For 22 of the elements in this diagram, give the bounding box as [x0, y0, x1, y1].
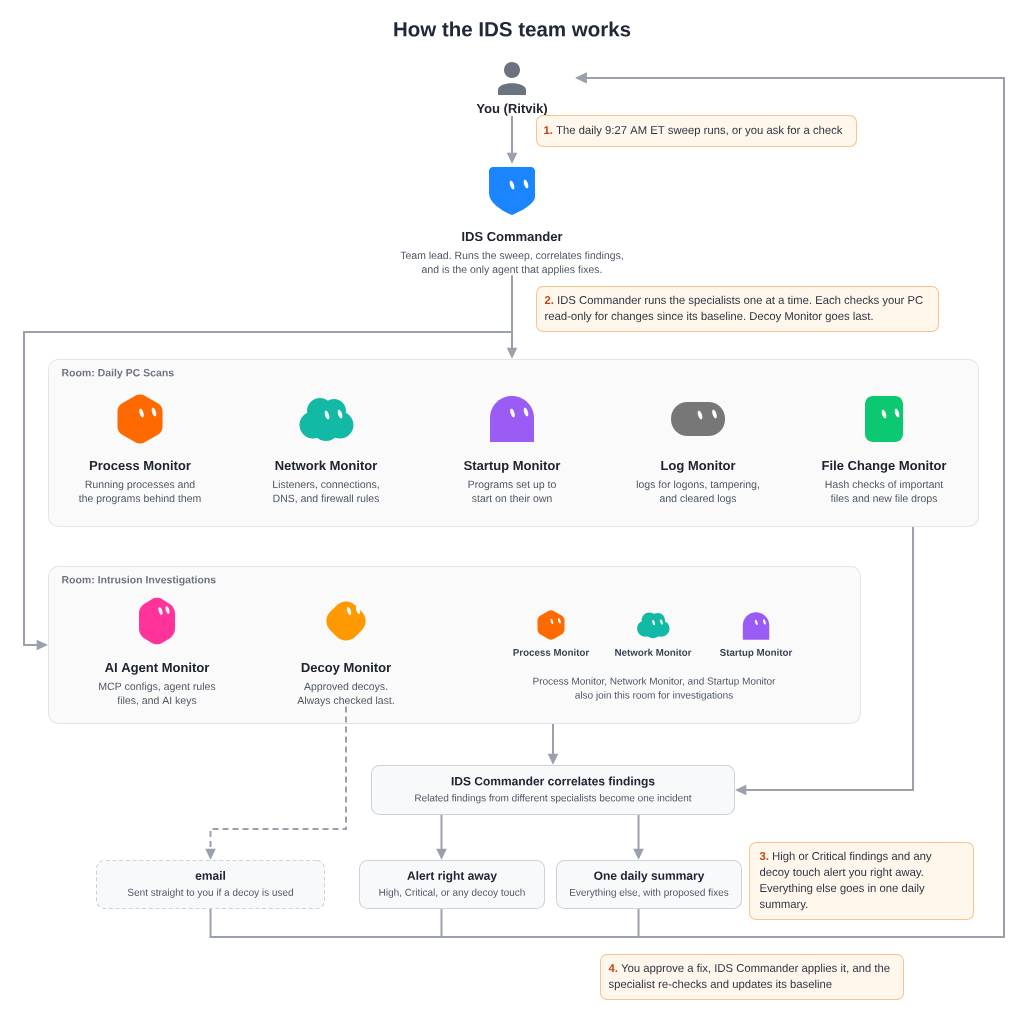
user-label: You (Ritvik): [476, 103, 547, 116]
step-callout: 4. You approve a fix, IDS Commander applies it, and the specialist re-checks and updates its baseline: [600, 954, 904, 1000]
agent-label: Network Monitor Listeners, connections, DNS, and firewall rules: [273, 460, 379, 504]
agent-label: AI Agent Monitor MCP configs, agent rules files, and AI keys: [99, 662, 216, 707]
agent-label: Process Monitor Running processes and the programs behind them: [78, 460, 201, 505]
step-callout: 3. High or Critical findings and any decoy touch alert you right away. Everything else goes in one daily summary.: [749, 842, 974, 920]
agent-label: Startup Monitor: [720, 648, 793, 658]
step-box: IDS Commander correlates findings Related findings from different specialists become one incident: [371, 765, 735, 815]
agent-label: Startup Monitor Programs set up to start on their own: [464, 460, 561, 503]
agent-label: Process Monitor: [513, 648, 590, 656]
diagram-title: How the IDS team works: [394, 21, 631, 37]
agent-label: Decoy Monitor Approved decoys. Always checked last.: [297, 662, 394, 707]
step-box: One daily summary Everything else, with proposed fixes: [556, 860, 742, 909]
room-note: Process Monitor, Network Monitor, and Startup Monitor also join this room for investigations: [533, 677, 776, 701]
agent-label: IDS Commander Team lead. Runs the sweep, correlates findings, and is the only agent that applies fixes.: [400, 231, 623, 276]
agent-label: Log Monitor logs for logons, tampering, and cleared logs: [636, 460, 759, 505]
step-box: email Sent straight to you if a decoy is used: [96, 860, 325, 909]
step-box: Alert right away High, Critical, or any decoy touch: [359, 860, 545, 909]
step-callout: 1. The daily 9:27 AM ET sweep runs, or you ask for a check: [536, 115, 857, 147]
agent-label: Network Monitor: [615, 648, 692, 656]
step-callout: 2. IDS Commander runs the specialists one at a time. Each checks your PC read-only for changes since its baseline. Decoy Monitor goes last.: [536, 286, 939, 332]
agent-label: File Change Monitor Hash checks of important files and new file drops: [822, 460, 947, 505]
